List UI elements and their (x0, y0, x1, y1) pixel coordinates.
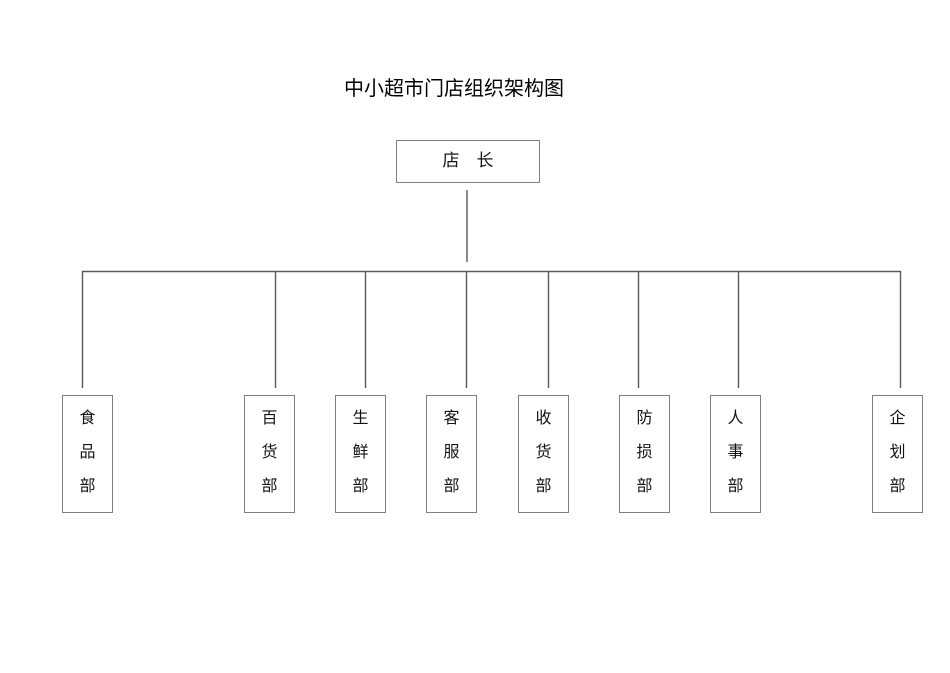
node-dept-general-merch: 百 货 部 (244, 395, 295, 513)
node-dept-planning: 企 划 部 (872, 395, 923, 513)
node-dept-loss-prevention: 防 损 部 (619, 395, 670, 513)
node-dept-food: 食 品 部 (62, 395, 113, 513)
node-dept-fresh: 生 鲜 部 (335, 395, 386, 513)
node-store-manager: 店 长 (396, 140, 540, 183)
node-dept-customer-service: 客 服 部 (426, 395, 477, 513)
node-dept-receiving: 收 货 部 (518, 395, 569, 513)
node-dept-hr: 人 事 部 (710, 395, 761, 513)
chart-title: 中小超市门店组织架构图 (344, 78, 564, 100)
